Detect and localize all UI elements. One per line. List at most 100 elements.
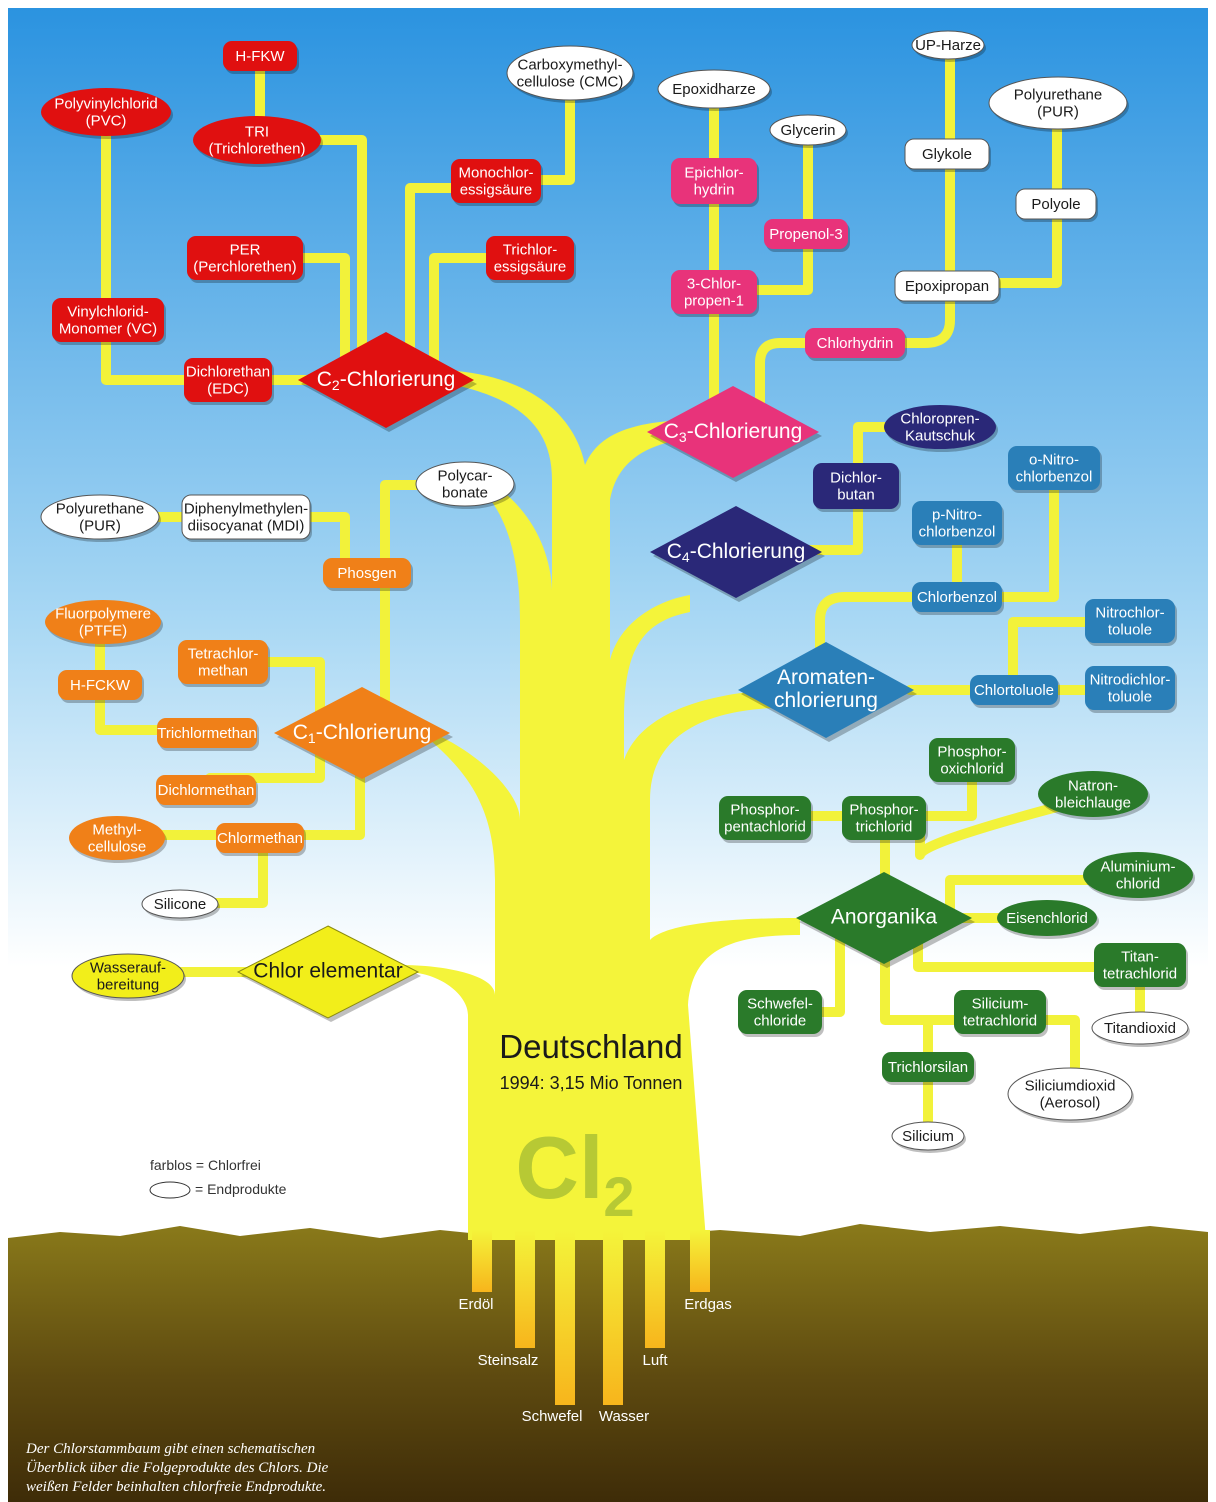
node-pnitro: p-Nitro-chlorbenzol <box>912 501 1004 548</box>
node-glykole: Glykole <box>904 138 991 172</box>
svg-text:(Aerosol): (Aerosol) <box>1040 1094 1101 1111</box>
node-shape <box>40 494 160 540</box>
node-shape <box>1091 1011 1189 1045</box>
node-shape <box>929 738 1015 782</box>
node-shape <box>842 796 926 840</box>
chlorine-symbol: Cl2 <box>515 1118 634 1228</box>
node-eisen: Eisenchlorid <box>997 900 1099 939</box>
node-shape <box>1038 771 1148 817</box>
node-upharze: UP-Harze <box>911 30 986 62</box>
hub-shape <box>650 506 822 598</box>
total-amount: 1994: 3,15 Mio Tonnen <box>500 1073 683 1093</box>
node-phosgen: Phosgen <box>323 558 413 591</box>
legend-endproducts: = Endprodukte <box>195 1181 287 1197</box>
node-shape <box>216 823 304 853</box>
svg-text:Trichlorsilan: Trichlorsilan <box>888 1059 968 1076</box>
root-luft <box>645 1230 665 1348</box>
caption-line: weißen Felder beinhalten chlorfreie Endp… <box>26 1479 327 1495</box>
hub-c2: C2-Chlorierung <box>298 332 477 432</box>
node-shape <box>41 88 171 136</box>
node-nitrochlortol: Nitrochlor-toluole <box>1085 599 1177 646</box>
hub-aromat: Aromaten-chlorierung <box>738 642 917 742</box>
node-shape <box>671 158 757 204</box>
svg-text:Propenol-3: Propenol-3 <box>769 226 842 243</box>
node-shape <box>52 298 164 342</box>
svg-text:Silicium-: Silicium- <box>972 995 1029 1012</box>
svg-text:Glykole: Glykole <box>922 146 972 163</box>
root-label-wasser: Wasser <box>599 1408 649 1425</box>
node-shape <box>805 328 905 358</box>
node-shape <box>486 236 574 280</box>
svg-text:Methyl-: Methyl- <box>92 821 141 838</box>
svg-text:chlorbenzol: chlorbenzol <box>1016 468 1093 485</box>
hub-c4: C4-Chlorierung <box>650 506 825 602</box>
svg-text:Fluorpolymere: Fluorpolymere <box>55 605 151 622</box>
svg-text:(PVC): (PVC) <box>86 112 127 129</box>
node-titan: Titan-tetrachlorid <box>1094 943 1188 990</box>
node-titandioxid: Titandioxid <box>1091 1011 1190 1047</box>
svg-text:Epichlor-: Epichlor- <box>684 164 743 181</box>
node-pur-top: Polyurethane(PUR) <box>988 76 1129 132</box>
svg-text:C3-Chlorierung: C3-Chlorierung <box>664 420 803 445</box>
root-label-erdoel: Erdöl <box>458 1296 493 1313</box>
node-glycerin: Glycerin <box>769 114 848 148</box>
svg-text:hydrin: hydrin <box>694 181 735 198</box>
node-shape <box>671 270 757 314</box>
node-shape <box>157 718 257 748</box>
node-shape <box>451 159 541 203</box>
node-shape <box>884 405 996 449</box>
svg-text:bonate: bonate <box>442 484 488 501</box>
node-shape <box>69 816 165 860</box>
svg-text:PER: PER <box>230 241 261 258</box>
svg-text:Epoxidharze: Epoxidharze <box>672 81 755 98</box>
hub-shape <box>738 642 914 738</box>
svg-text:essigsäure: essigsäure <box>460 181 533 198</box>
node-chloropren: Chloropren-Kautschuk <box>884 405 998 452</box>
node-shape <box>141 889 219 919</box>
svg-text:essigsäure: essigsäure <box>494 258 567 275</box>
svg-text:chlorierung: chlorierung <box>774 689 878 712</box>
svg-text:Wasserauf-: Wasserauf- <box>90 959 166 976</box>
node-chlorbenzol: Chlorbenzol <box>912 582 1004 615</box>
node-shape <box>506 45 634 101</box>
hub-shape <box>274 687 450 779</box>
root-label-schwefel: Schwefel <box>522 1408 583 1425</box>
node-shape <box>764 219 848 249</box>
node-shape <box>58 670 142 700</box>
svg-text:TRI: TRI <box>245 123 269 140</box>
node-shape <box>904 138 990 170</box>
node-chlorpropen: 3-Chlor-propen-1 <box>671 270 759 317</box>
node-shape <box>45 600 161 644</box>
node-phosoxi: Phosphor-oxichlorid <box>929 738 1017 785</box>
svg-text:Trichlor-: Trichlor- <box>503 241 557 258</box>
svg-text:Schwefel-: Schwefel- <box>747 995 813 1012</box>
node-shape <box>988 76 1128 130</box>
svg-text:Polyole: Polyole <box>1031 196 1080 213</box>
hub-shape <box>796 872 972 964</box>
svg-text:Aromaten-: Aromaten- <box>777 666 875 689</box>
svg-text:tetrachlorid: tetrachlorid <box>963 1012 1037 1029</box>
node-tri: TRI(Trichlorethen) <box>193 116 323 167</box>
svg-text:UP-Harze: UP-Harze <box>915 37 981 54</box>
svg-text:H-FCKW: H-FCKW <box>70 677 131 694</box>
node-per: PER(Perchlorethen) <box>187 236 305 283</box>
svg-text:Chlorbenzol: Chlorbenzol <box>917 589 997 606</box>
node-shape <box>1085 666 1175 710</box>
svg-text:propen-1: propen-1 <box>684 292 744 309</box>
svg-text:(EDC): (EDC) <box>207 380 249 397</box>
node-shape <box>1008 446 1100 490</box>
svg-text:oxichlorid: oxichlorid <box>940 760 1003 777</box>
node-shape <box>894 270 1000 302</box>
node-polyole: Polyole <box>1015 188 1098 222</box>
node-hfckw: H-FCKW <box>58 670 144 703</box>
svg-text:Aluminium-: Aluminium- <box>1100 858 1175 875</box>
node-hfkw: H-FKW <box>223 41 299 74</box>
node-propenol: Propenol-3 <box>764 219 850 252</box>
svg-text:toluole: toluole <box>1108 688 1152 705</box>
svg-text:Chlorhydrin: Chlorhydrin <box>817 335 894 352</box>
svg-text:Phosphor-: Phosphor- <box>937 743 1006 760</box>
svg-text:Vinylchlorid-: Vinylchlorid- <box>67 303 148 320</box>
svg-text:Nitrochlor-: Nitrochlor- <box>1095 604 1164 621</box>
svg-text:Carboxymethyl-: Carboxymethyl- <box>517 56 622 73</box>
svg-text:Natron-: Natron- <box>1068 777 1118 794</box>
